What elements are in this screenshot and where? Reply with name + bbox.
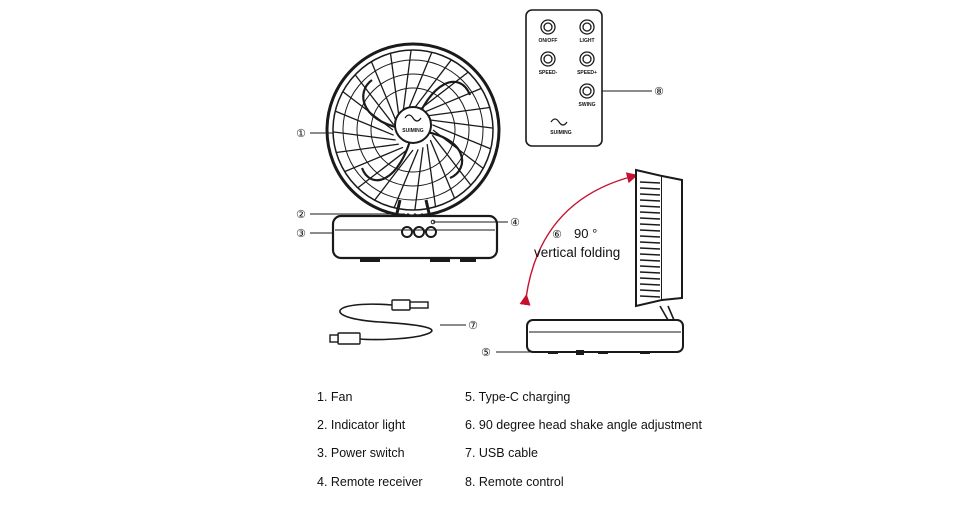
fan-front-view [325,42,501,223]
callout-3: ③ [296,227,306,240]
folding-angle: 90 ° [574,226,597,241]
legend-item-4: 4. Remote receiver [317,475,423,489]
callout-5: ⑤ [481,346,491,359]
legend-item-6: 6. 90 degree head shake angle adjustment [465,418,702,432]
remote-key-swing: SWING [579,102,596,108]
folding-arrow [519,172,639,306]
remote-brand-logo-icon [550,118,568,126]
callout-7: ⑦ [468,319,478,332]
indicator-lights [406,213,431,217]
callout-8: ⑧ [654,85,664,98]
callout-4: ④ [510,216,520,229]
legend-item-7: 7. USB cable [465,446,538,460]
callout-lines-front [310,132,508,234]
remote-control [525,9,603,147]
power-switch-buttons [401,226,437,238]
usb-cable [329,299,433,345]
remote-key-onoff: ON/OFF [539,38,558,44]
legend-item-5: 5. Type-C charging [465,390,571,404]
fan-side-view [526,168,684,354]
type-c-port-icon [576,350,584,355]
callout-2: ② [296,208,306,221]
legend-item-2: 2. Indicator light [317,418,406,432]
legend-item-8: 8. Remote control [465,475,564,489]
callout-1: ① [296,127,306,140]
hub-brand: SUIMING [402,128,424,134]
folding-text: vertical folding [534,245,620,260]
brand-logo-icon [404,114,422,122]
legend-item-3: 3. Power switch [317,446,405,460]
legend-item-1: 1. Fan [317,390,353,404]
remote-brand: SUIMING [550,130,572,136]
fan-base [331,214,499,262]
remote-key-speed-minus: SPEED- [539,70,558,76]
remote-key-speed-plus: SPEED+ [577,70,597,76]
remote-key-light: LIGHT [580,38,595,44]
callout-6: ⑥ [552,228,562,241]
